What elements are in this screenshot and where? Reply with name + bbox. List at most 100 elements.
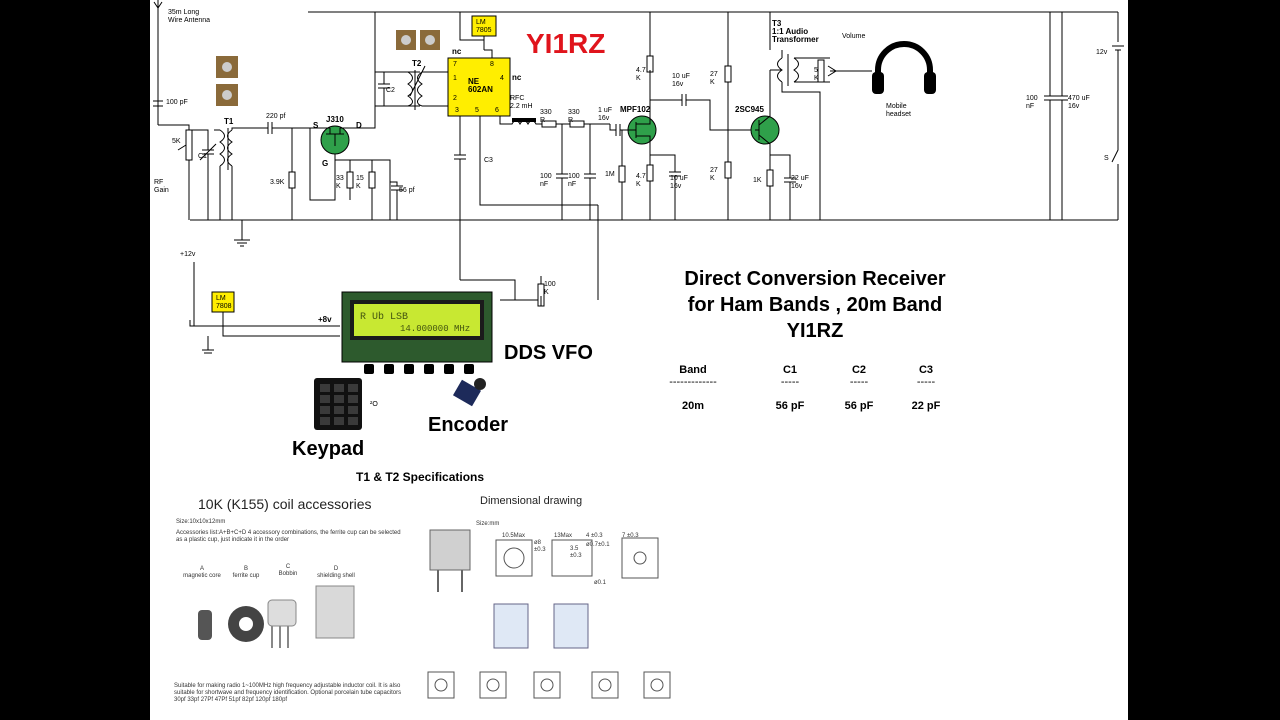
datasheet-heading: 10K (K155) coil accessories <box>198 496 372 512</box>
svg-text:5: 5 <box>475 107 479 114</box>
encoder-label: Encoder <box>428 414 509 436</box>
dim-c: 4 ±0.3 <box>586 533 603 539</box>
dim-f: ø0.7±0.1 <box>586 542 610 548</box>
datasheet-size: Size:10x10x12mm <box>176 519 226 525</box>
svg-text:27K: 27K <box>710 167 718 182</box>
part-b-label: B ferrite cup <box>232 566 260 579</box>
svg-text:+12v: +12v <box>180 251 196 258</box>
title-line-3: YI1RZ <box>786 320 844 342</box>
svg-text:J310: J310 <box>326 115 344 124</box>
svg-text:56 pf: 56 pf <box>399 187 415 194</box>
keypad-label: Keypad <box>292 438 365 460</box>
svg-text:Volume: Volume <box>842 33 865 40</box>
dim-e: ø8 ±0.3 <box>534 540 546 553</box>
coil-photo-3 <box>396 30 416 50</box>
title-line-1: Direct Conversion Receiver <box>684 268 946 290</box>
svg-text:S: S <box>313 121 319 130</box>
svg-text:MPF102: MPF102 <box>620 105 651 114</box>
svg-text:4: 4 <box>500 75 504 82</box>
dim-h: ø0.1 <box>594 580 607 586</box>
svg-text:C3: C3 <box>484 157 493 164</box>
title-line-2: for Ham Bands , 20m Band <box>687 294 943 316</box>
ne602-mixer <box>447 57 511 117</box>
svg-text:5K: 5K <box>172 138 181 145</box>
dimensional-drawing <box>427 529 671 699</box>
svg-text:nc: nc <box>452 47 462 56</box>
table-header-band: Band <box>679 364 707 376</box>
coil-photo-4 <box>420 30 440 50</box>
svg-text:²O: ²O <box>370 401 378 408</box>
dim-b: 13Max <box>554 533 573 539</box>
svg-text:nc: nc <box>512 73 522 82</box>
specs-label: T1 & T2 Specifications <box>356 470 485 484</box>
dds-vfo-label: DDS VFO <box>504 342 593 364</box>
svg-text:T2: T2 <box>412 59 422 68</box>
table-dash-c2: ----- <box>849 376 869 388</box>
coil-photo-2 <box>216 84 238 106</box>
svg-text:T1: T1 <box>224 117 234 126</box>
dim-d: 7 ±0.3 <box>622 533 639 539</box>
part-d-label: D shielding shell <box>317 566 355 579</box>
table-cell-band: 20m <box>681 400 705 412</box>
coil-photo-1 <box>216 56 238 78</box>
dds-vfo-module <box>341 291 493 374</box>
table-dash-band: ------------- <box>669 376 717 388</box>
svg-text:220 pf: 220 pf <box>266 113 286 120</box>
table-cell-c3: 22 pF <box>911 400 941 412</box>
svg-text:8: 8 <box>490 61 494 68</box>
part-c-label: C Bobbin <box>278 564 298 577</box>
svg-text:2SC945: 2SC945 <box>735 105 764 114</box>
svg-text:6: 6 <box>495 107 499 114</box>
svg-text:+8v: +8v <box>318 315 332 324</box>
table-dash-c3: ----- <box>916 376 936 388</box>
svg-text:3: 3 <box>455 107 459 114</box>
table-header-c2: C2 <box>851 364 867 376</box>
dim-a: 10.5Max <box>502 533 526 539</box>
table-header-c1: C1 <box>782 364 798 376</box>
svg-text:1: 1 <box>453 75 457 82</box>
svg-text:C1: C1 <box>198 153 207 160</box>
lcd-line-2: 14.000000 MHz <box>400 324 470 334</box>
svg-text:33K: 33K <box>336 175 344 190</box>
table-dash-c1: ----- <box>780 376 800 388</box>
svg-text:2: 2 <box>453 95 457 102</box>
encoder-image <box>452 378 486 407</box>
datasheet-accessories: Accessories list:A+B+C+D 4 accessory com… <box>176 530 401 543</box>
svg-text:100 pF: 100 pF <box>166 99 188 106</box>
table-cell-c1: 56 pF <box>775 400 805 412</box>
dim-size: Size:mm <box>476 521 500 527</box>
callsign-heading: YI1RZ <box>526 28 606 59</box>
dim-g: 3.5 ±0.3 <box>570 546 582 559</box>
svg-text:D: D <box>356 121 362 130</box>
svg-text:C2: C2 <box>386 87 395 94</box>
antenna-symbol <box>153 0 163 100</box>
svg-text:4.7K: 4.7K <box>636 173 646 188</box>
svg-text:1K: 1K <box>753 177 762 184</box>
datasheet-parts <box>198 585 355 648</box>
table-header-c3: C3 <box>918 364 934 376</box>
dimensional-title: Dimensional drawing <box>480 495 583 507</box>
svg-text:S: S <box>1104 155 1109 162</box>
svg-text:12v: 12v <box>1096 49 1108 56</box>
datasheet-footer: Suitable for making radio 1~100MHz high … <box>174 683 402 703</box>
svg-text:G: G <box>322 159 328 168</box>
svg-text:15K: 15K <box>356 175 364 190</box>
svg-text:3.9K: 3.9K <box>270 179 285 186</box>
